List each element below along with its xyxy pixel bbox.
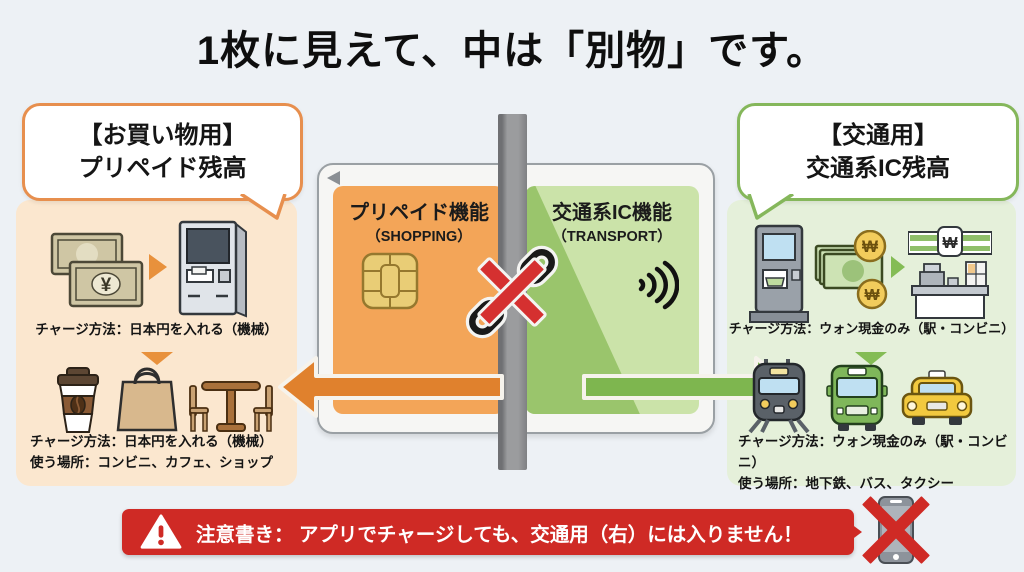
card-transport-subtitle: （TRANSPORT） bbox=[552, 229, 672, 245]
notice-banner-tip bbox=[835, 512, 862, 552]
card-shopping-subtitle: （SHOPPING） bbox=[366, 229, 472, 245]
won-coin-symbol: ₩ bbox=[862, 237, 879, 256]
shopping-row1-caption: チャージ方法：日本円を入れる（機械） bbox=[35, 322, 278, 337]
bus-icon bbox=[826, 364, 888, 431]
warning-triangle-icon bbox=[140, 514, 182, 549]
transport-bubble-tail bbox=[747, 194, 794, 220]
shopping-bubble-tail bbox=[240, 194, 287, 220]
transport-row1-caption: チャージ方法：ウォン現金のみ（駅・コンビニ） bbox=[728, 321, 1015, 336]
won-store-symbol: ₩ bbox=[942, 235, 958, 252]
contactless-icon bbox=[638, 260, 679, 310]
transport-bubble: 【交通用】 交通系IC残高 bbox=[737, 103, 1019, 201]
notice-banner: 注意書き： アプリでチャージしても、交通用（右）には入りません！ bbox=[122, 509, 854, 555]
notice-text: 注意書き： アプリでチャージしても、交通用（右）には入りません！ bbox=[196, 523, 803, 546]
shopping-bubble-line2: プリペイド残高 bbox=[78, 155, 247, 182]
small-arrow-right-orange-icon bbox=[149, 254, 167, 280]
ticket-machine-icon bbox=[749, 224, 809, 323]
transport-row2-caption: チャージ方法：ウォン現金のみ（駅・コンビニ） 使う場所：地下鉄、バス、タクシー bbox=[738, 431, 1018, 494]
kiosk-machine-icon bbox=[178, 220, 247, 318]
yen-banknotes-icon: ¥ bbox=[50, 232, 144, 308]
shopping-row2-caption-line1: チャージ方法：日本円を入れる（機械） bbox=[30, 434, 273, 449]
card-transport-title: 交通系IC機能 bbox=[552, 202, 672, 224]
shopping-row2-caption-line2: 使う場所：コンビニ、カフェ、ショップ bbox=[30, 455, 273, 470]
transport-bubble-line1: 【交通用】 bbox=[818, 122, 938, 149]
arrow-to-shopping-icon bbox=[278, 356, 504, 418]
transport-row2-caption-line2: 使う場所：地下鉄、バス、タクシー bbox=[738, 476, 954, 491]
shopping-bubble-line1: 【お買い物用】 bbox=[78, 122, 247, 149]
transport-row2-caption-line1: チャージ方法：ウォン現金のみ（駅・コンビニ） bbox=[738, 434, 1008, 470]
card-corner-marker-icon bbox=[327, 171, 340, 185]
store-counter-icon: ₩ bbox=[908, 226, 992, 319]
card-chip-icon bbox=[361, 252, 419, 310]
won-cash-icon: ₩ ₩ bbox=[814, 230, 888, 310]
shopping-bubble: 【お買い物用】 プリペイド残高 bbox=[22, 103, 303, 201]
small-arrow-down-orange-icon bbox=[141, 352, 173, 365]
broken-chain-icon bbox=[465, 245, 559, 339]
cafe-table-icon bbox=[189, 381, 273, 432]
small-arrow-down-green-icon bbox=[855, 352, 887, 365]
won-coin-symbol-2: ₩ bbox=[864, 287, 880, 304]
transport-bubble-line2: 交通系IC残高 bbox=[806, 155, 950, 182]
shopping-row2-caption: チャージ方法：日本円を入れる（機械） 使う場所：コンビニ、カフェ、ショップ bbox=[30, 431, 290, 473]
crossed-phone-icon bbox=[862, 496, 930, 564]
train-icon bbox=[748, 359, 810, 434]
small-arrow-right-green-icon bbox=[891, 256, 905, 278]
coffee-cup-icon bbox=[57, 367, 99, 433]
shopping-bag-icon bbox=[116, 367, 178, 432]
yen-symbol: ¥ bbox=[101, 275, 112, 296]
card-shopping-title: プリペイド機能 bbox=[349, 202, 489, 224]
taxi-icon bbox=[901, 370, 973, 425]
page-title: 1枚に見えて、中は「別物」です。 bbox=[196, 29, 828, 73]
